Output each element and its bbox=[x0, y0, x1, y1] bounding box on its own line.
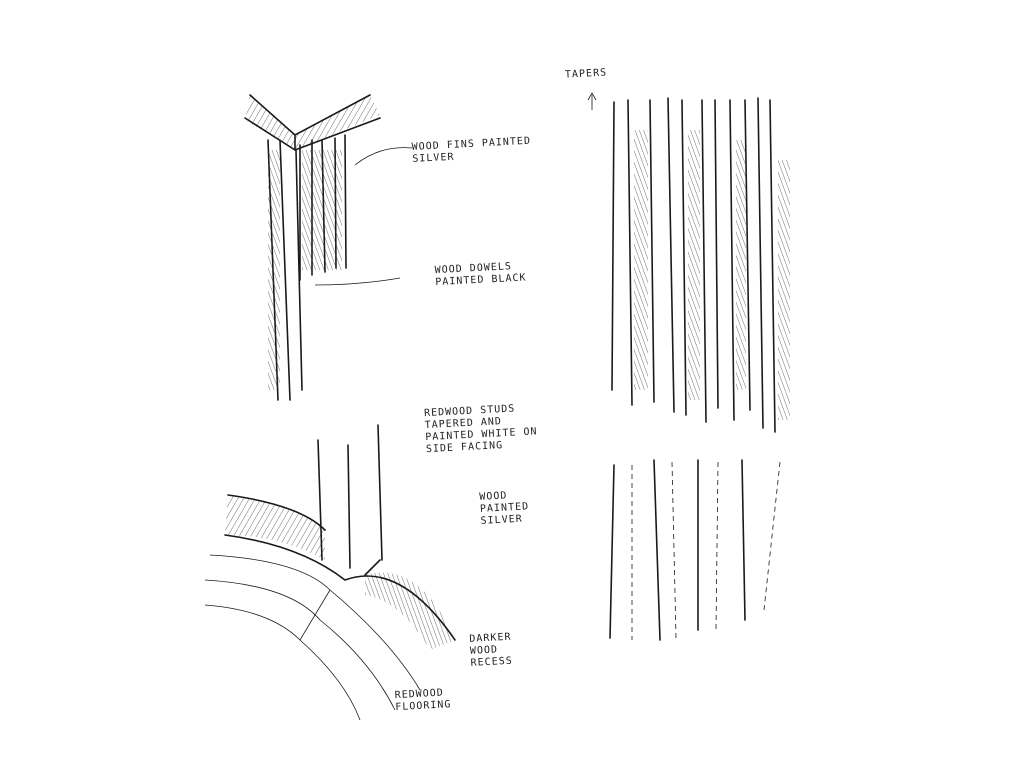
annotation-redwood-studs: Redwood studs tapered and painted white … bbox=[423, 403, 538, 456]
fins-corner-sketch bbox=[244, 94, 413, 401]
tapers-dashed-sketch bbox=[609, 459, 781, 641]
tapers-sketch bbox=[587, 92, 790, 433]
annotation-darker-recess: Darker wood recess bbox=[469, 631, 514, 669]
floor-detail-sketch bbox=[204, 424, 456, 721]
annotation-wood-painted-silver: Wood painted silver bbox=[479, 490, 530, 527]
annotation-redwood-flooring: Redwood flooring bbox=[394, 687, 452, 714]
